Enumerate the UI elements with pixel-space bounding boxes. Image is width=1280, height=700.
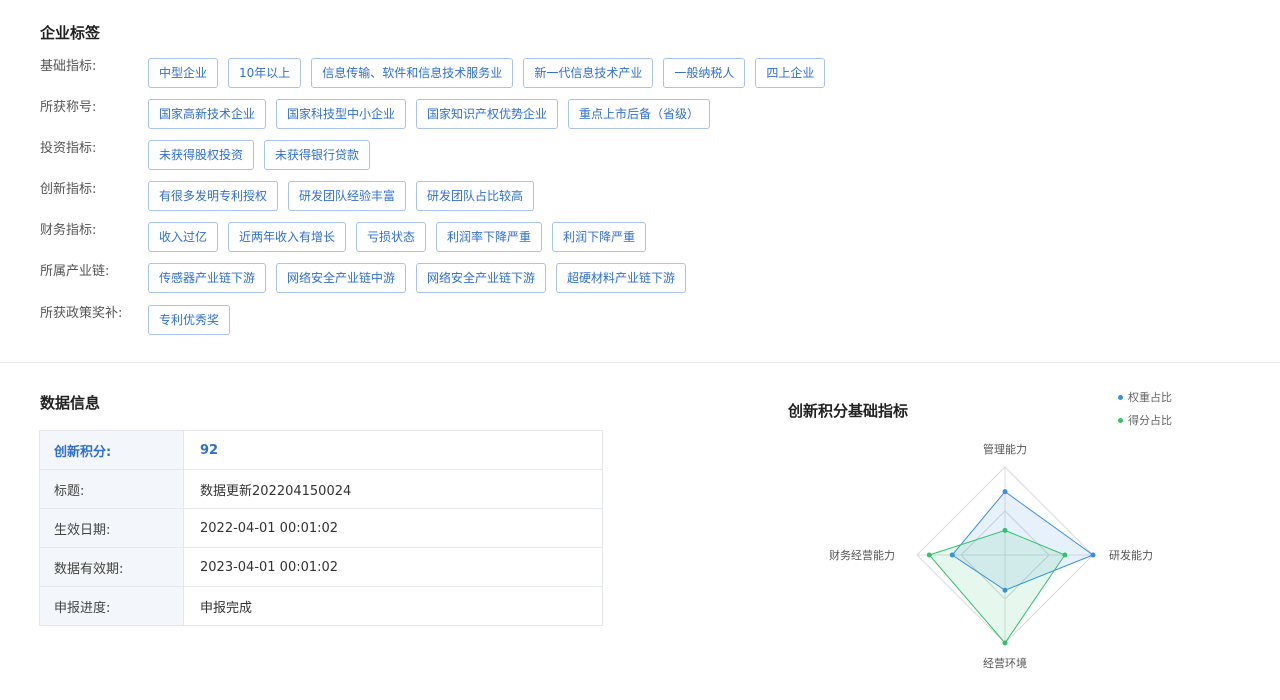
- tag-chip[interactable]: 有很多发明专利授权: [148, 181, 279, 211]
- tag-chip[interactable]: 近两年收入有增长: [228, 222, 347, 252]
- tag-chip[interactable]: 亏损状态: [356, 222, 427, 252]
- table-row: 数据有效期:2023-04-01 00:01:02: [39, 547, 603, 587]
- tag-chip[interactable]: 未获得银行贷款: [264, 140, 371, 170]
- tag-chip[interactable]: 研发团队经验丰富: [288, 181, 407, 211]
- table-row: 生效日期:2022-04-01 00:01:02: [39, 508, 603, 548]
- tag-list: 国家高新技术企业国家科技型中小企业国家知识产权优势企业重点上市后备（省级）: [148, 99, 711, 129]
- tag-chip[interactable]: 10年以上: [228, 58, 302, 88]
- legend-item[interactable]: 得分占比: [1118, 412, 1172, 428]
- tag-row-label: 所属产业链:: [40, 264, 110, 279]
- tag-list: 传感器产业链下游网络安全产业链中游网络安全产业链下游超硬材料产业链下游: [148, 263, 687, 293]
- table-value-cell: 申报完成: [183, 586, 603, 626]
- table-key-cell: 申报进度:: [39, 586, 184, 626]
- radar-point: [1002, 527, 1008, 533]
- tag-chip[interactable]: 未获得股权投资: [148, 140, 255, 170]
- data-info-title: 数据信息: [40, 394, 101, 412]
- radar-series-area: [928, 529, 1066, 644]
- tag-row: 基础指标: 中型企业 10年以上信息传输、软件和信息技术服务业新一代信息技术产业一般…: [40, 58, 826, 88]
- radar-point: [1090, 552, 1096, 558]
- tag-list: 专利优秀奖: [148, 305, 231, 335]
- radar-point: [1002, 489, 1008, 495]
- tag-row-label: 所获政策奖补:: [40, 306, 123, 321]
- legend-label: 得分占比: [1128, 414, 1172, 427]
- tag-row-label: 投资指标:: [40, 141, 97, 156]
- radar-indicator-label: 研发能力: [1109, 548, 1153, 562]
- tag-chip[interactable]: 网络安全产业链中游: [276, 263, 407, 293]
- tag-list: 有很多发明专利授权研发团队经验丰富研发团队占比较高: [148, 181, 535, 211]
- legend-label: 权重占比: [1128, 391, 1172, 404]
- tags-section-title: 企业标签: [40, 24, 101, 42]
- table-value-cell: 2023-04-01 00:01:02: [183, 547, 603, 587]
- radar-point: [949, 552, 955, 558]
- tag-chip[interactable]: 研发团队占比较高: [416, 181, 535, 211]
- table-value-cell: 数据更新202204150024: [183, 469, 603, 509]
- radar-indicator-label: 财务经营能力: [829, 548, 895, 562]
- tag-chip[interactable]: 信息传输、软件和信息技术服务业: [311, 58, 514, 88]
- radar-point: [1062, 552, 1068, 558]
- table-key-cell: 生效日期:: [39, 508, 184, 548]
- tag-chip[interactable]: 新一代信息技术产业: [523, 58, 654, 88]
- tag-list: 中型企业 10年以上信息传输、软件和信息技术服务业新一代信息技术产业一般纳税人四上…: [148, 58, 826, 88]
- table-value-cell: 92: [183, 430, 603, 470]
- tag-row-label: 基础指标:: [40, 59, 97, 74]
- radar-point: [1002, 640, 1008, 646]
- table-row: 申报进度:申报完成: [39, 586, 603, 626]
- legend-dot-icon: [1118, 417, 1123, 423]
- section-divider: [0, 362, 1280, 363]
- radar-indicator-label: 管理能力: [983, 442, 1027, 456]
- tag-row: 创新指标: 有很多发明专利授权研发团队经验丰富研发团队占比较高: [40, 181, 535, 211]
- table-value-cell: 2022-04-01 00:01:02: [183, 508, 603, 548]
- radar-chart-panel: 创新积分基础指标管理能力研发能力经营环境 财务经营能力 权重占比得分占比: [760, 385, 1210, 685]
- table-key-cell: 创新积分:: [39, 430, 184, 470]
- tag-chip[interactable]: 超硬材料产业链下游: [556, 263, 687, 293]
- tag-chip[interactable]: 专利优秀奖: [148, 305, 231, 335]
- radar-indicator-label: 经营环境: [983, 656, 1027, 670]
- table-key-cell: 标题:: [39, 469, 184, 509]
- tag-chip[interactable]: 中型企业: [148, 58, 219, 88]
- chart-title: 创新积分基础指标: [787, 402, 908, 420]
- radar-point: [1002, 587, 1008, 593]
- tag-row-label: 财务指标:: [40, 223, 97, 238]
- tag-chip[interactable]: 四上企业: [755, 58, 826, 88]
- legend-item[interactable]: 权重占比: [1118, 389, 1172, 405]
- tag-chip[interactable]: 传感器产业链下游: [148, 263, 267, 293]
- tag-row-label: 创新指标:: [40, 182, 97, 197]
- radar-point: [926, 552, 932, 558]
- tag-row-label: 所获称号:: [40, 100, 97, 115]
- table-row: 标题:数据更新202204150024: [39, 469, 603, 509]
- table-key-cell: 数据有效期:: [39, 547, 184, 587]
- tag-chip[interactable]: 重点上市后备（省级）: [568, 99, 711, 129]
- tag-chip[interactable]: 网络安全产业链下游: [416, 263, 547, 293]
- tag-chip[interactable]: 国家高新技术企业: [148, 99, 267, 129]
- legend-dot-icon: [1118, 394, 1123, 400]
- tag-row: 财务指标: 收入过亿近两年收入有增长亏损状态利润率下降严重利润下降严重: [40, 222, 647, 252]
- tag-chip[interactable]: 国家知识产权优势企业: [416, 99, 559, 129]
- tag-chip[interactable]: 收入过亿: [148, 222, 219, 252]
- tag-row: 所获政策奖补: 专利优秀奖: [40, 305, 231, 335]
- tag-list: 未获得股权投资未获得银行贷款: [148, 140, 371, 170]
- tag-row: 所获称号: 国家高新技术企业国家科技型中小企业国家知识产权优势企业重点上市后备（省…: [40, 99, 711, 129]
- tag-row: 所属产业链: 传感器产业链下游网络安全产业链中游网络安全产业链下游超硬材料产业链下…: [40, 263, 687, 293]
- tag-chip[interactable]: 国家科技型中小企业: [276, 99, 407, 129]
- tag-list: 收入过亿近两年收入有增长亏损状态利润率下降严重利润下降严重: [148, 222, 647, 252]
- tag-row: 投资指标: 未获得股权投资未获得银行贷款: [40, 140, 371, 170]
- tag-chip[interactable]: 一般纳税人: [663, 58, 746, 88]
- tag-chip[interactable]: 利润下降严重: [552, 222, 647, 252]
- table-row: 创新积分:92: [39, 430, 603, 470]
- tag-chip[interactable]: 利润率下降严重: [436, 222, 543, 252]
